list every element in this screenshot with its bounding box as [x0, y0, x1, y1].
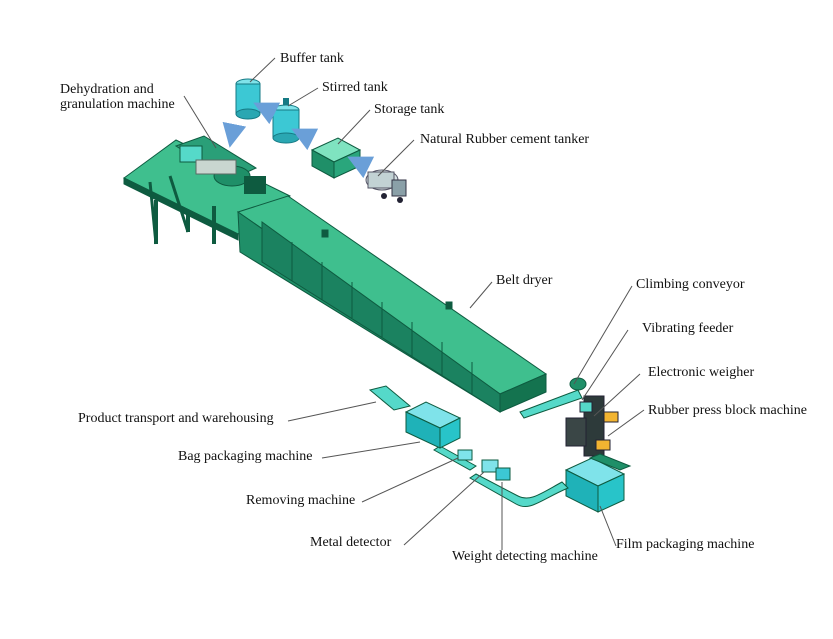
climbing-conveyor: [519, 377, 587, 419]
cement-tanker: [365, 169, 407, 203]
label-removing-machine: Removing machine: [246, 493, 356, 508]
bag-packaging-machine: [404, 401, 462, 449]
label-film-packaging: Film packaging machine: [616, 537, 755, 552]
label-metal-detector: Metal detector: [310, 535, 392, 550]
label-stirred-tank: Stirred tank: [322, 80, 388, 95]
label-bag-packaging: Bag packaging machine: [178, 449, 313, 464]
label-product-transport: Product transport and warehousing: [78, 411, 274, 426]
belt-dryer: [236, 195, 548, 413]
leader-lines: [183, 57, 645, 550]
product-transport-conveyor: [368, 385, 412, 411]
label-climbing-conveyor: Climbing conveyor: [636, 277, 745, 292]
buffer-tank: [235, 78, 261, 120]
label-vibrating-feeder: Vibrating feeder: [642, 321, 734, 336]
detectors: [457, 449, 511, 481]
label-buffer-tank: Buffer tank: [280, 51, 344, 66]
film-packaging-machine: [564, 453, 632, 513]
label-cement-tanker: Natural Rubber cement tanker: [420, 132, 590, 147]
label-belt-dryer: Belt dryer: [496, 273, 553, 288]
label-dehydration-machine: Dehydration and granulation machine: [60, 82, 175, 112]
label-weight-detecting: Weight detecting machine: [452, 549, 598, 564]
stirred-tank: [272, 98, 300, 144]
press-tower: [565, 395, 619, 457]
dehydration-machine: [174, 135, 266, 194]
flow-arrows: [222, 102, 375, 179]
label-electronic-weigher: Electronic weigher: [648, 365, 755, 380]
label-press-block-machine: Rubber press block machine: [648, 403, 808, 418]
label-storage-tank: Storage tank: [374, 102, 445, 117]
storage-tank: [310, 137, 362, 179]
